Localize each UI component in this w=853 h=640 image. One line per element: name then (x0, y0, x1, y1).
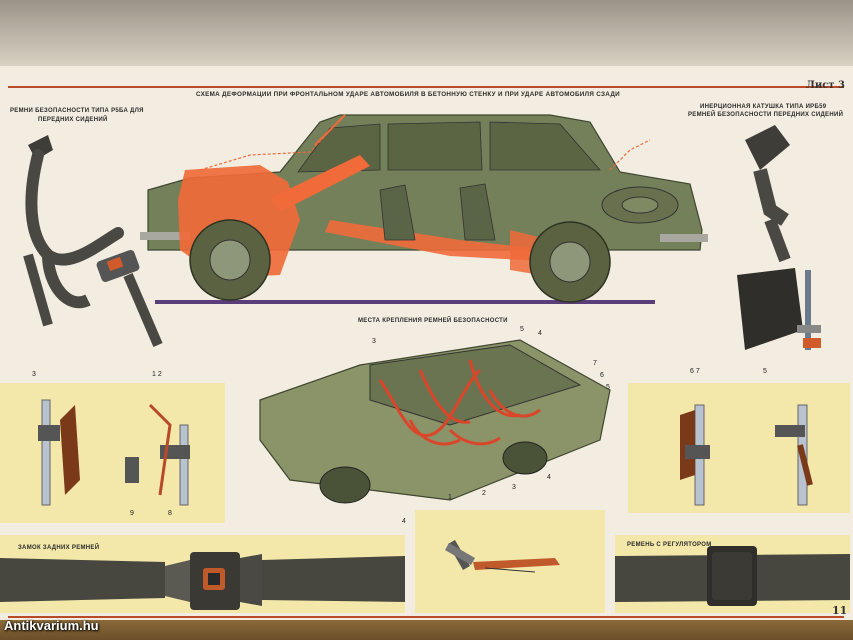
callout-left-3: 3 (32, 371, 36, 378)
buckle-anchor-detail (445, 540, 560, 573)
inertia-reel-illustration (737, 125, 821, 350)
callout-car-5a: 5 (520, 326, 524, 333)
rear-buckle-caption: ЗАМОК ЗАДНИХ РЕМНЕЙ (18, 545, 100, 551)
callout-car-3a: 3 (372, 338, 376, 345)
callout-car-6: 6 (600, 372, 604, 379)
right-anchor-detail (680, 404, 813, 506)
bottom-rule (8, 616, 844, 618)
sheet-label: Лист 3 (806, 80, 845, 91)
callout-car-1: 1 (448, 494, 452, 501)
car-side-deformation-diagram (140, 114, 708, 304)
callout-left-12: 1 2 (152, 371, 162, 378)
front-seat-belt-illustration (23, 135, 163, 347)
center-caption: МЕСТА КРЕПЛЕНИЯ РЕМНЕЙ БЕЗОПАСНОСТИ (358, 318, 508, 324)
adjuster-belt-caption: РЕМЕНЬ С РЕГУЛЯТОРОМ (627, 542, 712, 548)
left-caption-line2: ПЕРЕДНИХ СИДЕНИЙ (38, 117, 108, 123)
background-shadow (0, 0, 853, 66)
rear-buckle-illustration (0, 552, 405, 610)
right-caption-line1: ИНЕРЦИОННАЯ КАТУШКА ТИПА ИРБ59 (700, 104, 827, 110)
callout-car-7: 7 (593, 360, 597, 367)
left-caption-line1: РЕМНИ БЕЗОПАСНОСТИ ТИПА Р5БА ДЛЯ (10, 108, 144, 114)
wooden-table-edge (0, 620, 853, 640)
belt-mounting-car-diagram (259, 339, 611, 504)
right-anchor-panel (628, 383, 850, 513)
top-rule (8, 86, 844, 88)
adjuster-belt-illustration (615, 546, 850, 606)
callout-car-2: 2 (482, 490, 486, 497)
callout-left-8: 8 (168, 510, 172, 517)
callout-car-3b: 3 (512, 484, 516, 491)
callout-left-9: 9 (130, 510, 134, 517)
callout-right-67: 6 7 (690, 368, 700, 375)
callout-car-4a: 4 (538, 330, 542, 337)
right-caption-line2: РЕМНЕЙ БЕЗОПАСНОСТИ ПЕРЕДНИХ СИДЕНИЙ (688, 112, 844, 118)
callout-car-4b: 4 (547, 474, 551, 481)
sheet-title: СХЕМА ДЕФОРМАЦИИ ПРИ ФРОНТАЛЬНОМ УДАРЕ А… (196, 91, 620, 98)
page-number: 11 (832, 604, 848, 617)
callout-buckle-4: 4 (402, 518, 406, 525)
callout-car-5b: 5 (606, 384, 610, 391)
callout-right-5: 5 (763, 368, 767, 375)
watermark: Antikvarium.hu (4, 618, 99, 633)
left-anchor-detail (38, 399, 190, 506)
